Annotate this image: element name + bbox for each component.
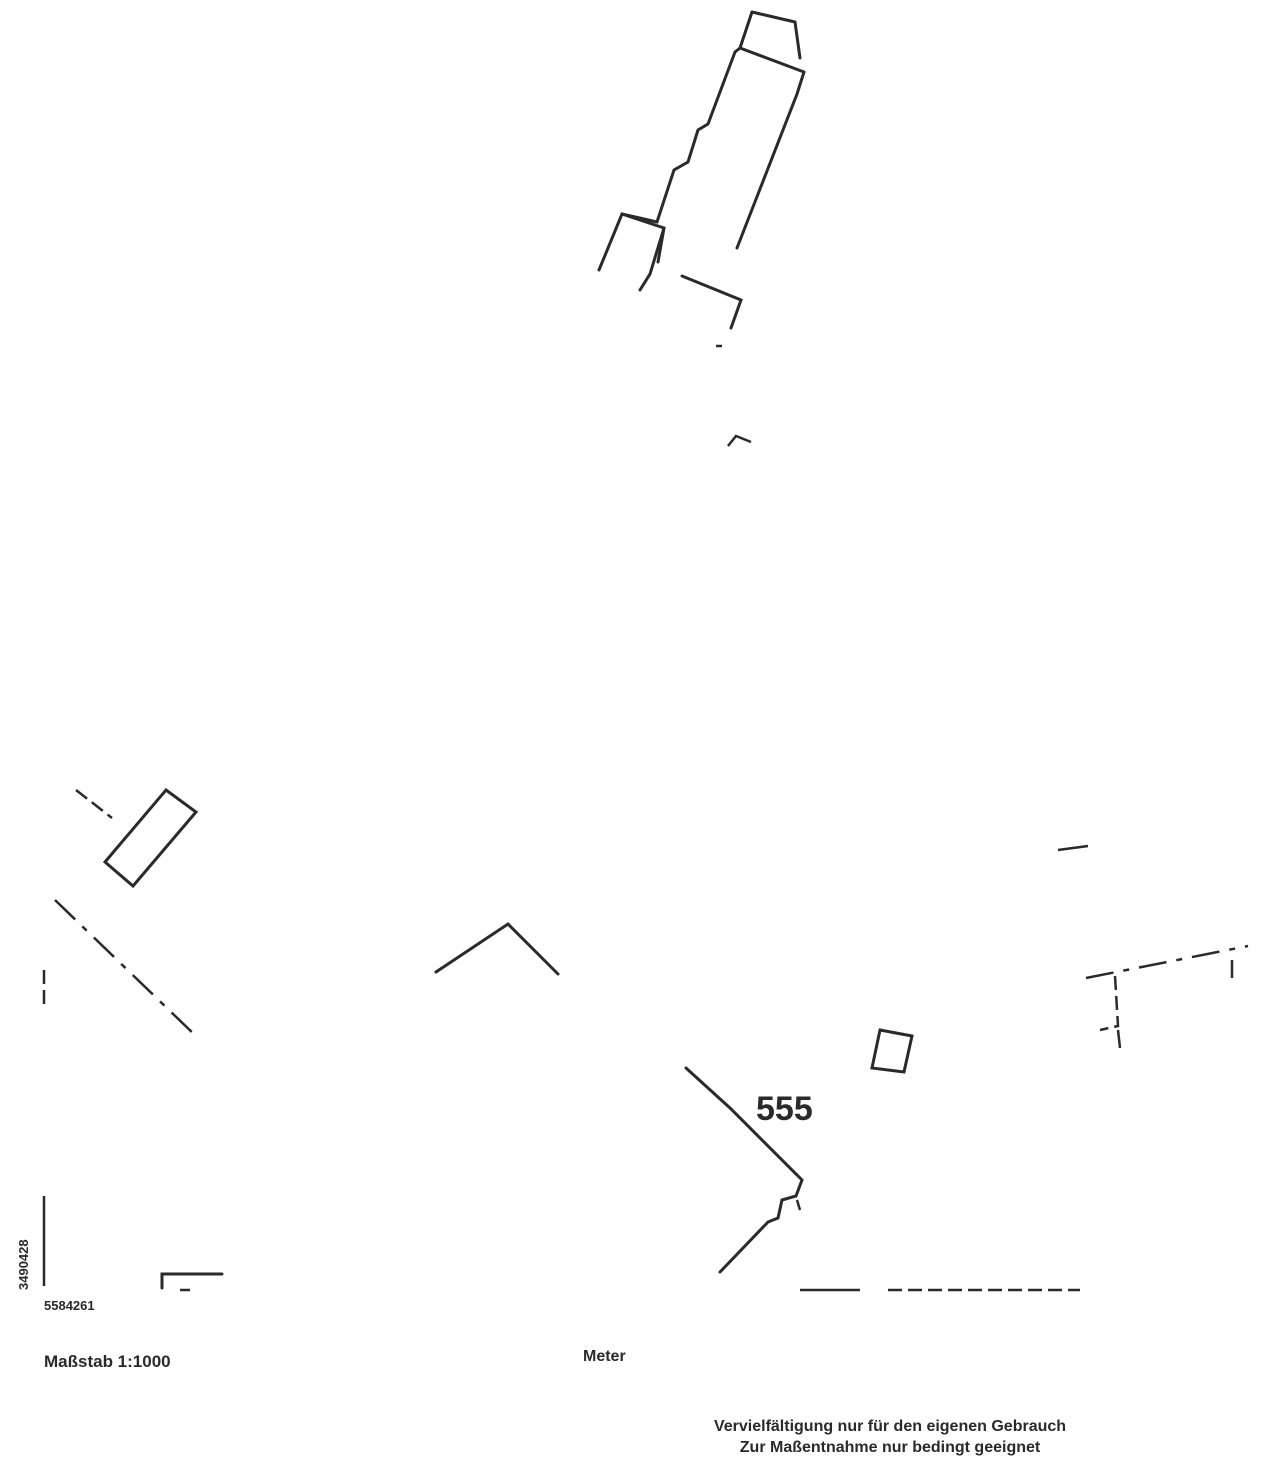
- northing-coordinate-label: 3490428: [16, 1239, 31, 1290]
- building-outline-right: [870, 1028, 914, 1074]
- parcel-boundary-center: [434, 922, 560, 976]
- building-outline-top: [597, 10, 806, 447]
- parcel-boundary-left: [42, 899, 199, 1039]
- easting-coordinate-label: 5584261: [44, 1298, 95, 1313]
- scale-unit-label: Meter: [583, 1348, 626, 1365]
- disclaimer-line-2: Zur Maßentnahme nur bedingt geeignet: [739, 1439, 1041, 1456]
- parcel-number-label: 555: [756, 1090, 813, 1128]
- parcel-boundary-right: [1057, 844, 1249, 1049]
- parcel-boundary-555: [684, 1066, 804, 1274]
- map-scale-label: Maßstab 1:1000: [44, 1352, 171, 1371]
- building-outline-left: [75, 787, 199, 889]
- coordinate-marker: [42, 1196, 224, 1292]
- disclaimer-line-1: Vervielfältigung nur für den eigenen Geb…: [713, 1418, 1067, 1435]
- usage-disclaimer: Vervielfältigung nur für den eigenen Geb…: [640, 1416, 1140, 1458]
